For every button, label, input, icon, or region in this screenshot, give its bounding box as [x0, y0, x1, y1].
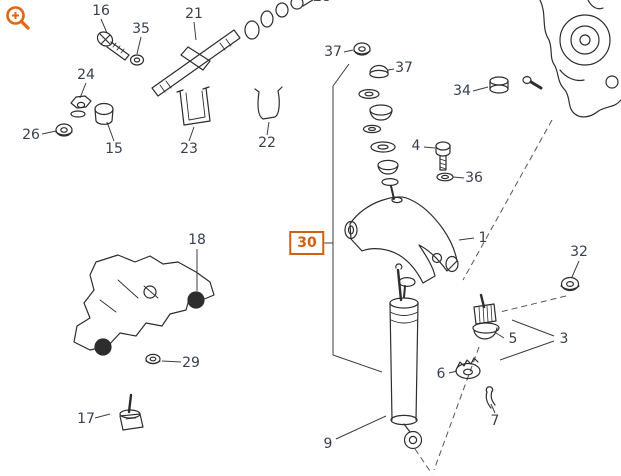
callout-32[interactable]: 32	[570, 244, 588, 260]
callout-16[interactable]: 16	[92, 3, 110, 19]
castle-washer-6	[455, 357, 481, 380]
callout-28[interactable]: 28	[310, 0, 334, 6]
callout-34[interactable]: 34	[453, 83, 471, 99]
parts-artwork	[55, 0, 621, 450]
insulator-stack	[353, 42, 399, 200]
clip-22	[254, 86, 283, 120]
shock-absorber-9	[389, 263, 423, 450]
zoom-icon-glyph	[6, 6, 30, 30]
callout-9[interactable]: 9	[323, 436, 333, 452]
bracket-23	[176, 86, 211, 126]
nut-26	[55, 123, 73, 137]
nut-32	[560, 276, 580, 292]
washer-35	[129, 54, 145, 66]
callout-29[interactable]: 29	[182, 355, 200, 371]
zoom-icon[interactable]	[4, 4, 32, 32]
nut-24	[70, 95, 92, 118]
callout-37-right[interactable]: 37	[395, 60, 413, 76]
callout-24[interactable]: 24	[77, 67, 95, 83]
callout-1[interactable]: 1	[478, 230, 488, 246]
bolt-4	[435, 141, 451, 171]
dashed-assembly-lines	[414, 119, 567, 475]
callout-36[interactable]: 36	[465, 170, 483, 186]
grommet-34	[489, 75, 543, 94]
callout-6[interactable]: 6	[436, 366, 446, 382]
callout-30[interactable]: 30	[289, 231, 325, 255]
callout-22[interactable]: 22	[258, 135, 276, 151]
callout-3[interactable]: 3	[559, 331, 569, 347]
leader-lines	[41, 18, 580, 440]
callout-37-left[interactable]: 37	[324, 44, 342, 60]
upper-control-arm	[344, 196, 459, 298]
ball-joint-5	[472, 293, 500, 340]
callout-18[interactable]: 18	[188, 232, 206, 248]
link-rod-21	[151, 29, 241, 97]
cotter-pin-7	[485, 386, 496, 409]
callout-15[interactable]: 15	[105, 141, 123, 157]
callout-17[interactable]: 17	[77, 411, 95, 427]
callout-7[interactable]: 7	[490, 413, 500, 429]
callout-35[interactable]: 35	[132, 21, 150, 37]
steering-knuckle	[539, 0, 621, 118]
callout-23[interactable]: 23	[180, 141, 198, 157]
bolt-16	[96, 31, 130, 61]
washer-36	[436, 172, 454, 182]
frame-bracket-18	[73, 254, 215, 356]
upper-link-parts	[244, 0, 314, 40]
bolt-17	[119, 393, 144, 431]
nut-29	[145, 353, 161, 365]
callout-4[interactable]: 4	[411, 138, 421, 154]
callout-26[interactable]: 26	[22, 127, 40, 143]
callout-21[interactable]: 21	[185, 6, 203, 22]
bushing-15	[94, 102, 114, 125]
callout-5[interactable]: 5	[508, 331, 518, 347]
